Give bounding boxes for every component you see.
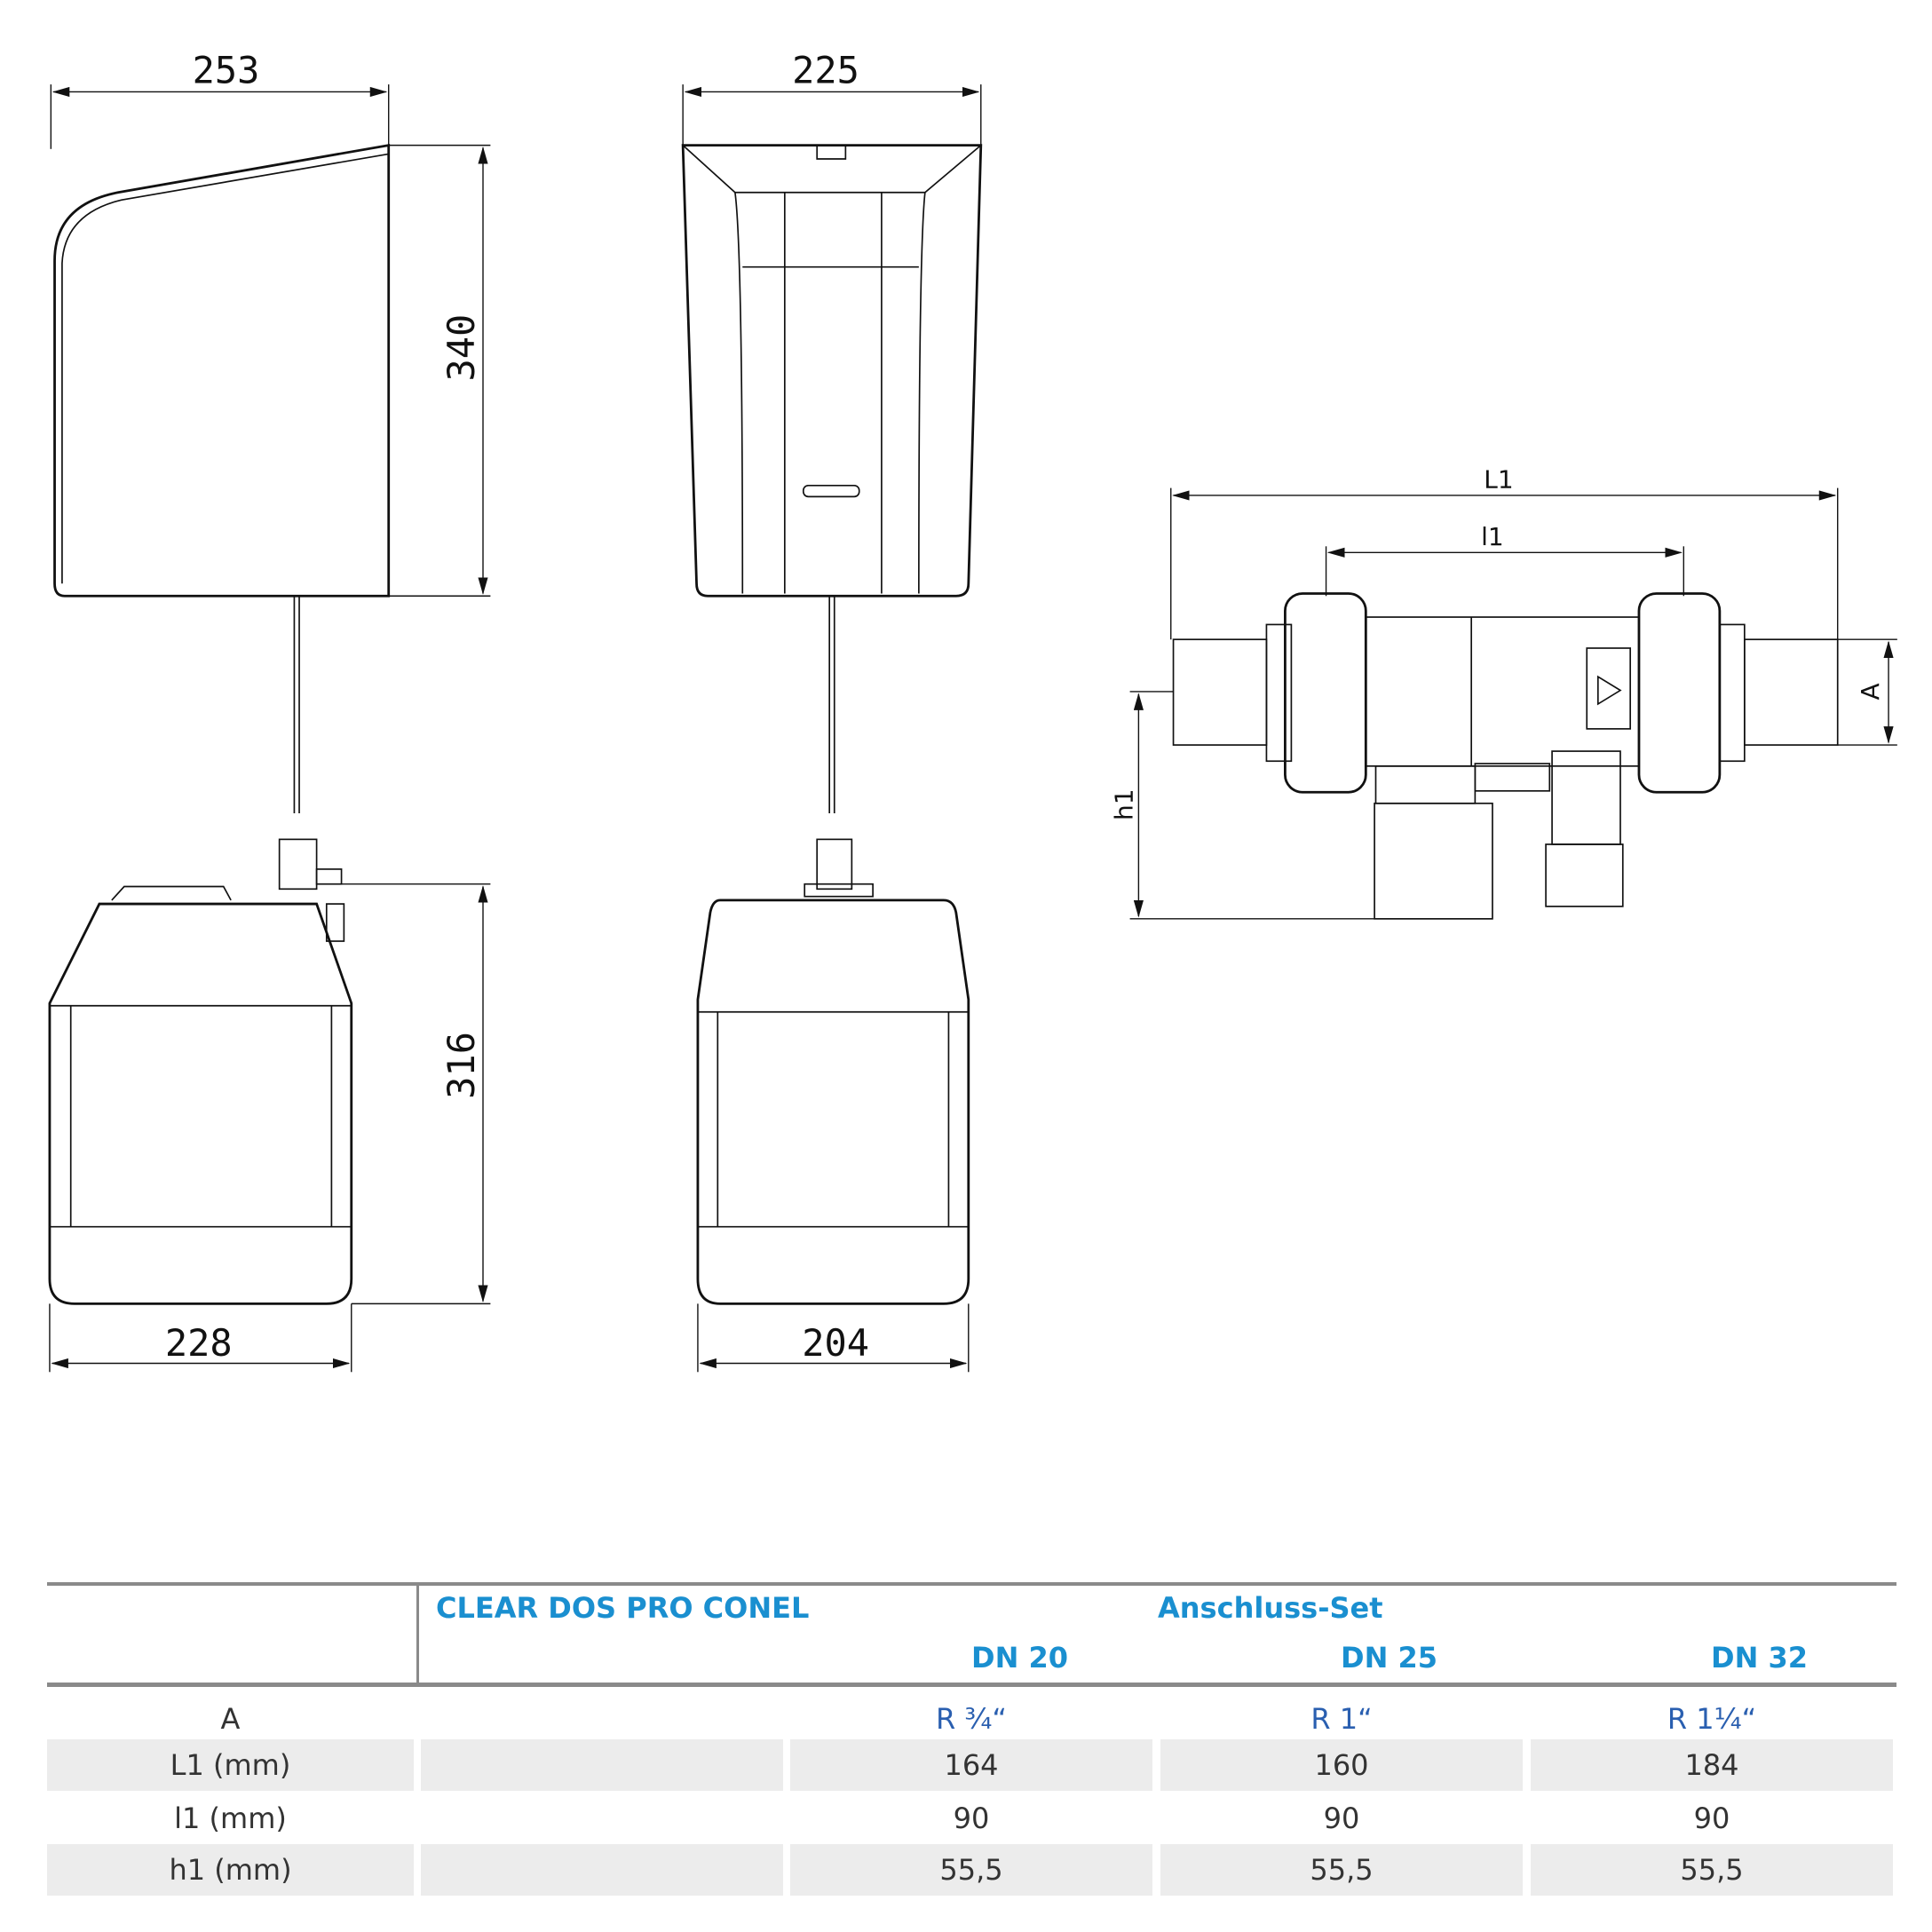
housing-side-view bbox=[53, 143, 391, 813]
dim-tank-front-width: 204 bbox=[802, 1321, 869, 1365]
column-header-dn32: DN 32 bbox=[1711, 1641, 1809, 1675]
table-cell: 184 bbox=[1531, 1739, 1893, 1791]
table-cell: 55,5 bbox=[790, 1844, 1152, 1896]
tank-side-view bbox=[48, 838, 353, 1305]
table-top-rule bbox=[47, 1582, 1896, 1586]
product-name: CLEAR DOS PRO CONEL bbox=[436, 1591, 810, 1625]
table-cell: 164 bbox=[790, 1739, 1152, 1791]
group-header: Anschluss-Set bbox=[1158, 1591, 1383, 1625]
table-cell: R 1“ bbox=[1310, 1702, 1373, 1736]
dim-l1: l1 bbox=[1481, 522, 1504, 551]
dim-L1: L1 bbox=[1484, 465, 1513, 495]
dim-h1: h1 bbox=[1109, 788, 1138, 820]
table-row: l1 (mm) 90 90 90 bbox=[47, 1793, 1896, 1844]
table-cell: 90 bbox=[953, 1801, 990, 1835]
connection-set-drawing bbox=[1172, 592, 1839, 920]
header-rule bbox=[47, 1683, 1896, 1687]
housing-front-view bbox=[681, 144, 983, 813]
table-row: A R ¾“ R 1“ R 1¼“ bbox=[47, 1693, 1896, 1745]
table-cell: R 1¼“ bbox=[1667, 1702, 1757, 1736]
table-cell: 160 bbox=[1160, 1739, 1523, 1791]
table-cell: 55,5 bbox=[1160, 1844, 1523, 1896]
dim-side-width: 253 bbox=[193, 49, 260, 92]
table-cell: 90 bbox=[1323, 1801, 1360, 1835]
row-label: L1 (mm) bbox=[47, 1739, 414, 1791]
row-label: l1 (mm) bbox=[174, 1801, 287, 1835]
row-label: A bbox=[220, 1702, 241, 1736]
dim-tank-side-width: 228 bbox=[165, 1321, 233, 1365]
table-cell: 90 bbox=[1693, 1801, 1730, 1835]
column-header-dn25: DN 25 bbox=[1341, 1641, 1438, 1675]
table-cell-empty bbox=[421, 1739, 783, 1791]
table-cell: 55,5 bbox=[1531, 1844, 1893, 1896]
column-header-dn20: DN 20 bbox=[971, 1641, 1069, 1675]
dim-A: A bbox=[1856, 683, 1885, 700]
row-label: h1 (mm) bbox=[47, 1844, 414, 1896]
table-row: L1 (mm) 164 160 184 bbox=[47, 1739, 1896, 1791]
table-cell-empty bbox=[421, 1844, 783, 1896]
tank-front-view bbox=[696, 838, 970, 1305]
dim-housing-height: 340 bbox=[439, 314, 483, 382]
dim-front-width: 225 bbox=[792, 49, 859, 92]
table-cell: R ¾“ bbox=[936, 1702, 1007, 1736]
dim-tank-height: 316 bbox=[439, 1032, 483, 1099]
header-separator bbox=[416, 1582, 419, 1686]
table-row: h1 (mm) 55,5 55,5 55,5 bbox=[47, 1844, 1896, 1896]
